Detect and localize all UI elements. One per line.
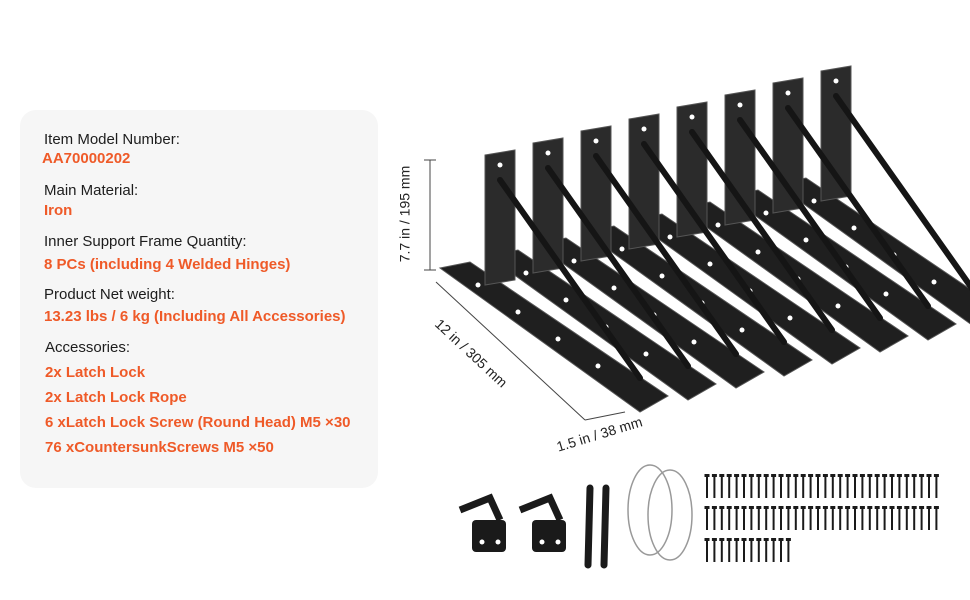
model-value: AA70000202 xyxy=(42,150,131,167)
accessory-item: 76 xCountersunkScrews M5 ×50 xyxy=(45,439,274,456)
screws xyxy=(704,474,939,562)
accessories-label: Accessories: xyxy=(45,339,131,356)
latch-rope xyxy=(584,484,594,569)
material-label: Main Material: xyxy=(44,182,139,199)
material-value: Iron xyxy=(44,202,73,219)
wire-loop xyxy=(627,464,673,556)
weight-label: Product Net weight: xyxy=(44,286,175,303)
accessory-item: 2x Latch Lock Rope xyxy=(45,389,187,406)
spec-card xyxy=(20,110,378,488)
frame-value: 8 PCs (including 4 Welded Hinges) xyxy=(44,256,291,273)
weight-value: 13.23 lbs / 6 kg (Including All Accessor… xyxy=(44,308,346,325)
model-label: Item Model Number: xyxy=(44,131,180,148)
bracket xyxy=(438,149,669,413)
dimension-lines xyxy=(424,159,626,421)
latch-rope xyxy=(600,484,610,569)
latch-lock xyxy=(458,493,506,552)
accessory-item: 2x Latch Lock xyxy=(45,364,146,381)
wire-loop xyxy=(647,469,693,561)
latch-lock xyxy=(518,493,566,552)
accessory-parts xyxy=(458,464,939,569)
height-dimension: 7.7 in / 195 mm xyxy=(396,165,413,263)
accessory-item: 6 xLatch Lock Screw (Round Head) M5 ×30 xyxy=(45,414,351,431)
bracket-set xyxy=(438,65,970,413)
frame-label: Inner Support Frame Quantity: xyxy=(44,233,247,250)
